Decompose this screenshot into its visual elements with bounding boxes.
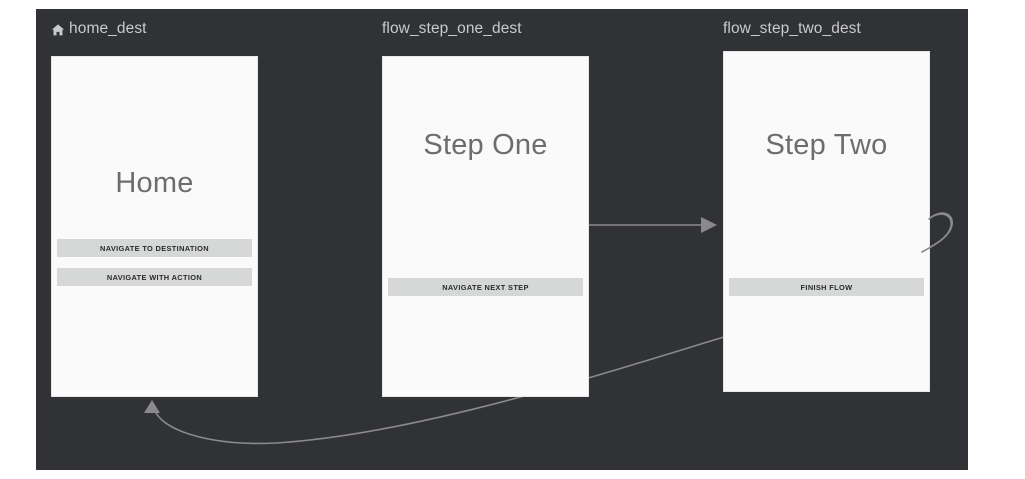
destination-label-text-flow-step-one-dest: flow_step_one_dest <box>382 20 522 37</box>
destination-flow-step-one-dest[interactable]: flow_step_one_dest Step One NAVIGATE NEX… <box>382 18 590 408</box>
graph-canvas[interactable]: home_dest Home NAVIGATE TO DESTINATION N… <box>36 9 968 470</box>
destination-label-flow-step-two-dest: flow_step_two_dest <box>723 18 861 40</box>
screen-button-finish-flow[interactable]: FINISH FLOW <box>729 278 924 296</box>
screen-button-navigate-with-action[interactable]: NAVIGATE WITH ACTION <box>57 268 252 286</box>
screen-button-navigate-next-step[interactable]: NAVIGATE NEXT STEP <box>388 278 583 296</box>
destination-label-text-flow-step-two-dest: flow_step_two_dest <box>723 20 861 37</box>
destination-label-flow-step-one-dest: flow_step_one_dest <box>382 18 522 40</box>
edge-one-to-two-arrowhead <box>701 217 717 233</box>
destination-home-dest[interactable]: home_dest Home NAVIGATE TO DESTINATION N… <box>51 18 259 408</box>
destination-card-flow-step-two-dest[interactable]: Step Two FINISH FLOW <box>723 51 930 392</box>
destination-label-text-home-dest: home_dest <box>69 20 147 37</box>
screen-title-step-two: Step Two <box>765 129 888 161</box>
home-icon <box>51 23 65 37</box>
screen-title-home: Home <box>115 167 194 199</box>
screen-button-navigate-to-destination[interactable]: NAVIGATE TO DESTINATION <box>57 239 252 257</box>
destination-card-flow-step-one-dest[interactable]: Step One NAVIGATE NEXT STEP <box>382 56 589 397</box>
screen-title-step-one: Step One <box>423 129 548 161</box>
destination-card-home-dest[interactable]: Home NAVIGATE TO DESTINATION NAVIGATE WI… <box>51 56 258 397</box>
destination-flow-step-two-dest[interactable]: flow_step_two_dest Step Two FINISH FLOW <box>723 18 931 408</box>
destination-label-home-dest: home_dest <box>51 18 147 40</box>
